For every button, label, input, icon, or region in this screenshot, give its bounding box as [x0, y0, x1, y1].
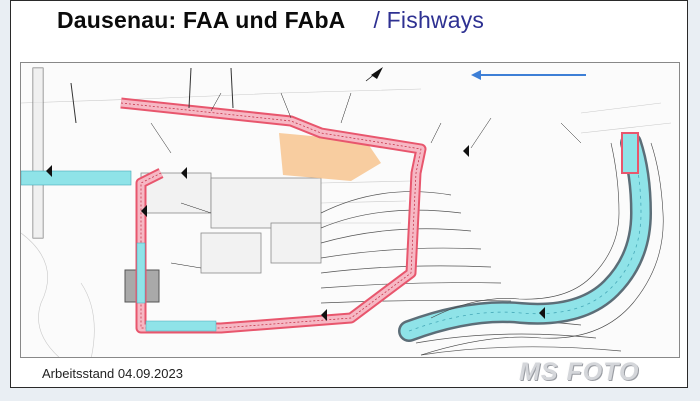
terrace-contours: [320, 191, 622, 356]
leader-lines: [150, 92, 582, 269]
page-title: Dausenau: FAA und FAbA / Fishways: [57, 7, 484, 34]
buildings: [140, 172, 322, 274]
title-main: Dausenau: FAA und FAbA: [57, 7, 346, 33]
arrow-left-icon: [471, 70, 586, 80]
upper-inlet: [621, 132, 639, 174]
status-footer: Arbeitsstand 04.09.2023: [42, 366, 183, 381]
section-markers: [46, 145, 545, 321]
site-plan-drawing: [20, 62, 680, 358]
orange-zone: [279, 133, 381, 181]
lower-route-water: [136, 242, 217, 332]
top-edge-lines: [70, 67, 234, 124]
terrain-lines: [21, 88, 672, 357]
site-plan-svg: [21, 67, 672, 357]
watermark-logo: MS FOTO: [519, 358, 640, 386]
channel-terraces: [420, 142, 664, 356]
north-arrow-icon: [365, 67, 383, 82]
title-subtitle: / Fishways: [373, 7, 485, 33]
left-water-inlet: [21, 170, 132, 186]
